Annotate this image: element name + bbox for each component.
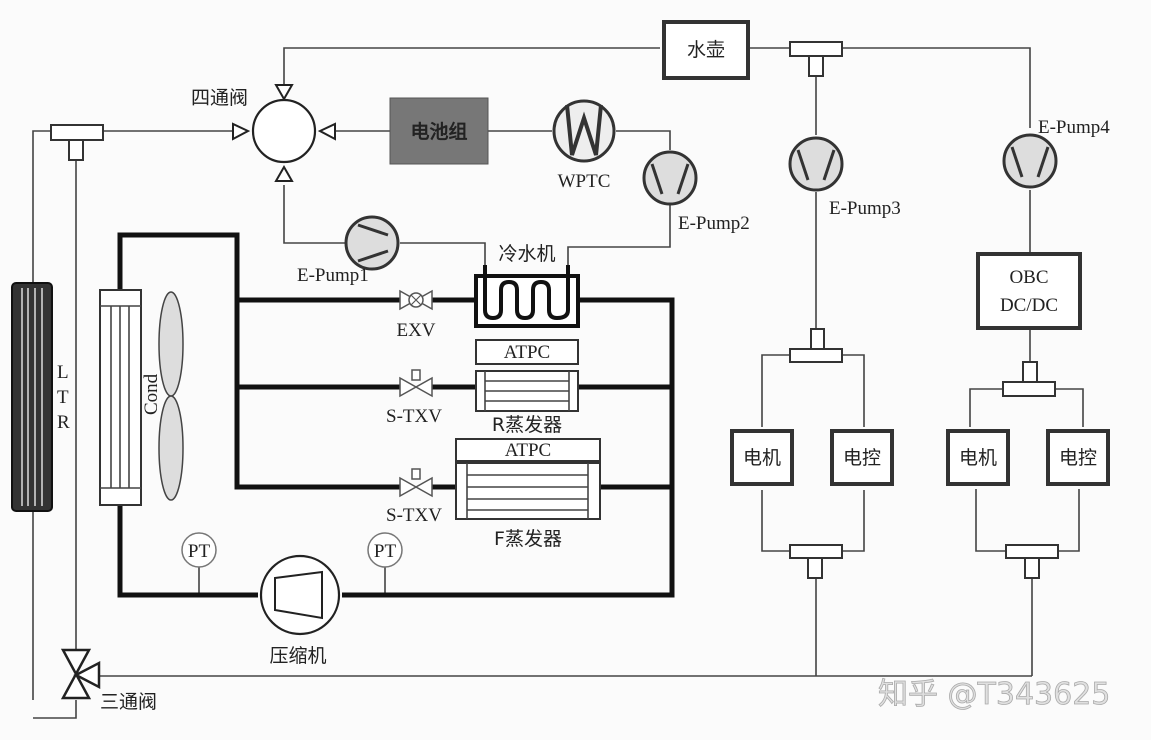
pt-left-label: PT <box>188 541 211 562</box>
coolant-pipes <box>32 47 1084 719</box>
stxv-r-label: S-TXV <box>386 406 442 427</box>
atpc-f-label: ATPC <box>505 440 551 461</box>
motor-2-label: 电机 <box>959 447 997 469</box>
pump4-icon <box>1002 133 1058 189</box>
four-way-valve-label: 四通阀 <box>191 87 248 109</box>
chiller-label: 冷水机 <box>498 243 555 265</box>
stxv-f-valve-icon <box>399 468 433 498</box>
r-evaporator-icon <box>475 370 579 412</box>
stxv-r-valve-icon <box>399 369 433 398</box>
motor-box-2 <box>946 429 1010 486</box>
three-way-valve-icon <box>60 648 101 700</box>
water-kettle-label: 水壶 <box>687 39 725 61</box>
tee-connector <box>1005 544 1059 579</box>
exv-valve-icon <box>399 289 433 311</box>
pressure-temp-sensor-icon <box>367 532 403 568</box>
battery-pack-label: 电池组 <box>410 120 467 143</box>
atpc-r-label: ATPC <box>504 342 550 363</box>
dcdc-label: DC/DC <box>1000 295 1058 316</box>
atpc-r <box>475 339 579 365</box>
pump2-label: E-Pump2 <box>678 213 750 234</box>
pump3-icon <box>788 136 844 192</box>
wptc-heater-icon <box>552 99 616 163</box>
pressure-temp-sensor-icon <box>181 532 217 568</box>
four-way-valve-icon <box>232 84 336 182</box>
tee-connector <box>789 41 843 77</box>
pump3-label: E-Pump3 <box>829 198 901 219</box>
pt-right-label: PT <box>374 541 397 562</box>
stxv-f-label: S-TXV <box>386 505 442 526</box>
tee-connector <box>50 124 104 161</box>
exv-label: EXV <box>396 320 435 341</box>
condenser-icon <box>99 289 142 506</box>
pump1-icon <box>344 215 400 271</box>
atpc-f <box>455 438 601 462</box>
battery-pack <box>389 97 489 165</box>
pump1-label: E-Pump1 <box>297 265 369 286</box>
controller-box-2 <box>1046 429 1110 486</box>
tee-connector <box>789 544 843 579</box>
compressor-label: 压缩机 <box>269 645 326 667</box>
water-kettle <box>662 20 750 80</box>
watermark: 知乎 @T343625 <box>878 677 1110 712</box>
controller-1-label: 电控 <box>843 447 881 469</box>
motor-box-1 <box>730 429 794 486</box>
tee-connector <box>789 328 843 363</box>
ltr-label-l: L <box>57 362 69 383</box>
motor-1-label: 电机 <box>743 447 781 469</box>
three-way-valve-label: 三通阀 <box>100 691 157 713</box>
f-evaporator-icon <box>455 462 601 520</box>
controller-2-label: 电控 <box>1059 447 1097 469</box>
compressor-icon <box>259 554 341 636</box>
f-evaporator-label: F蒸发器 <box>494 528 562 550</box>
fan-icon <box>158 291 184 501</box>
chiller-icon <box>474 265 580 328</box>
ltr-label-t: T <box>57 387 69 408</box>
wptc-label: WPTC <box>558 171 611 192</box>
pump2-icon <box>642 150 698 206</box>
ltr-label-r: R <box>57 412 70 433</box>
ltr-radiator <box>11 282 53 512</box>
condenser-label: Cond <box>141 373 162 415</box>
controller-box-1 <box>830 429 894 486</box>
refrigerant-pipes <box>117 232 675 598</box>
tee-connector <box>1002 361 1056 397</box>
obc-label: OBC <box>1009 267 1048 288</box>
r-evaporator-label: R蒸发器 <box>492 414 562 436</box>
obc-dcdc-box <box>976 252 1082 330</box>
pump4-label: E-Pump4 <box>1038 117 1110 138</box>
